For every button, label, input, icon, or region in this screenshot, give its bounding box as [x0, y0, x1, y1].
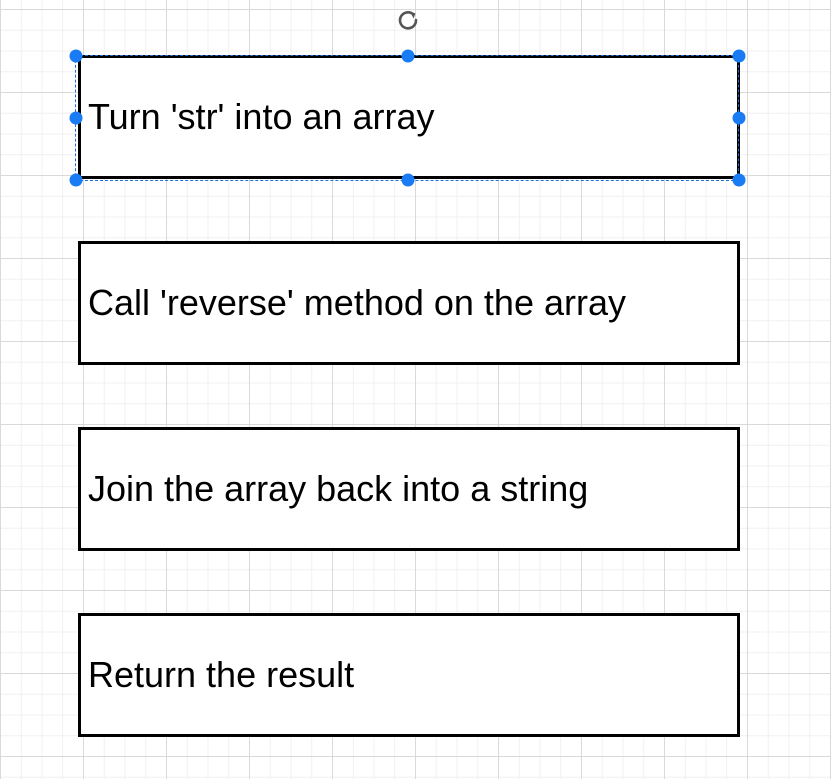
flow-step-label: Turn 'str' into an array	[88, 96, 435, 137]
resize-handle-left[interactable]	[69, 111, 83, 125]
flow-step-2[interactable]: Call 'reverse' method on the array	[78, 241, 740, 365]
flow-step-label: Join the array back into a string	[88, 468, 589, 509]
flow-step-4[interactable]: Return the result	[78, 613, 740, 737]
flow-step-3[interactable]: Join the array back into a string	[78, 427, 740, 551]
flow-step-1[interactable]: Turn 'str' into an array	[78, 55, 740, 179]
resize-handle-bottom-right[interactable]	[732, 173, 746, 187]
flow-step-label: Call 'reverse' method on the array	[88, 282, 626, 323]
rotate-icon[interactable]	[396, 8, 420, 32]
resize-handle-top[interactable]	[401, 49, 415, 63]
flow-step-label: Return the result	[88, 654, 355, 695]
resize-handle-top-left[interactable]	[69, 49, 83, 63]
resize-handle-top-right[interactable]	[732, 49, 746, 63]
resize-handle-bottom-left[interactable]	[69, 173, 83, 187]
resize-handle-bottom[interactable]	[401, 173, 415, 187]
resize-handle-right[interactable]	[732, 111, 746, 125]
